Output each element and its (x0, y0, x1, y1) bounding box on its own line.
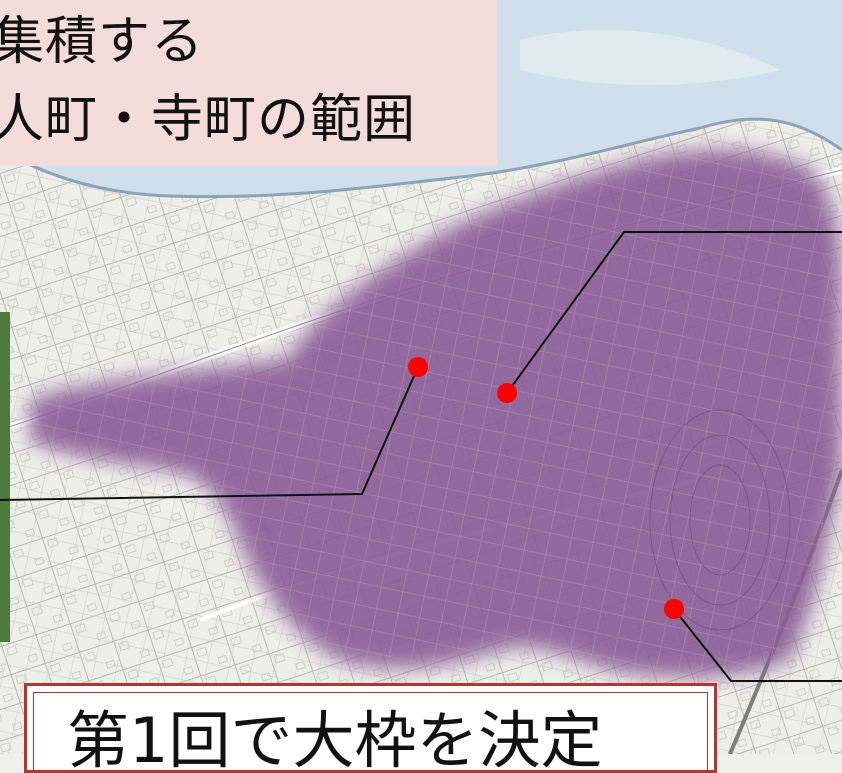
caption-text: 第1回で大枠を決定 (67, 704, 603, 773)
caption-panel: 第1回で大枠を決定 (24, 683, 717, 773)
title-panel: 集積する 人町・寺町の範囲 (0, 0, 497, 166)
hill-contours (649, 409, 791, 631)
district-texture (30, 149, 842, 677)
river-bank (19, 117, 842, 199)
photo-strip-left (0, 312, 10, 642)
title-line-1: 集積する (0, 12, 205, 72)
leader-line-west (0, 366, 419, 501)
river-sandbar (520, 30, 780, 85)
leader-line-center (506, 231, 842, 394)
marker-west[interactable] (408, 357, 428, 377)
marker-center[interactable] (497, 383, 517, 403)
marker-southeast[interactable] (664, 599, 684, 619)
title-line-2: 人町・寺町の範囲 (0, 90, 417, 150)
leader-line-southeast (673, 608, 842, 682)
